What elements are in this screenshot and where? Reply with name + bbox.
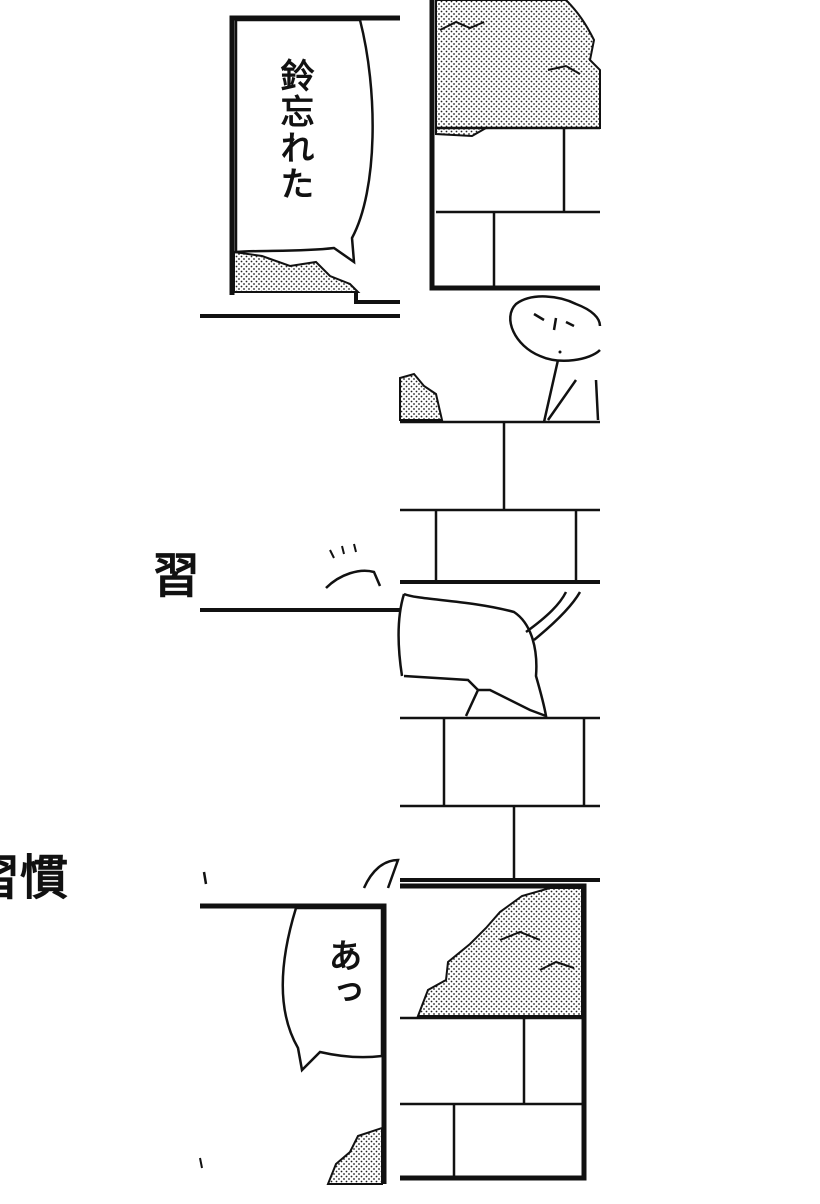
side-text-upper: 習 bbox=[152, 548, 201, 604]
panel-middle-left bbox=[200, 314, 400, 612]
cat-body bbox=[403, 592, 548, 718]
panel-bottom-right bbox=[400, 883, 587, 1181]
speech-bubble-2-text: あっ bbox=[322, 938, 362, 1010]
panel-lower-right bbox=[397, 591, 600, 882]
panel-top-right bbox=[429, 0, 601, 291]
side-text-lower: 習慣 bbox=[0, 850, 69, 906]
speech-bubble-1-shape bbox=[234, 18, 374, 265]
speech-bubble-1-text: 鈴忘れた bbox=[274, 58, 314, 202]
speech-bubble-2-shape bbox=[281, 906, 384, 1073]
panel-bottom-left bbox=[199, 858, 400, 1185]
panel-top-left bbox=[229, 15, 400, 304]
panel-middle-right bbox=[399, 295, 602, 584]
